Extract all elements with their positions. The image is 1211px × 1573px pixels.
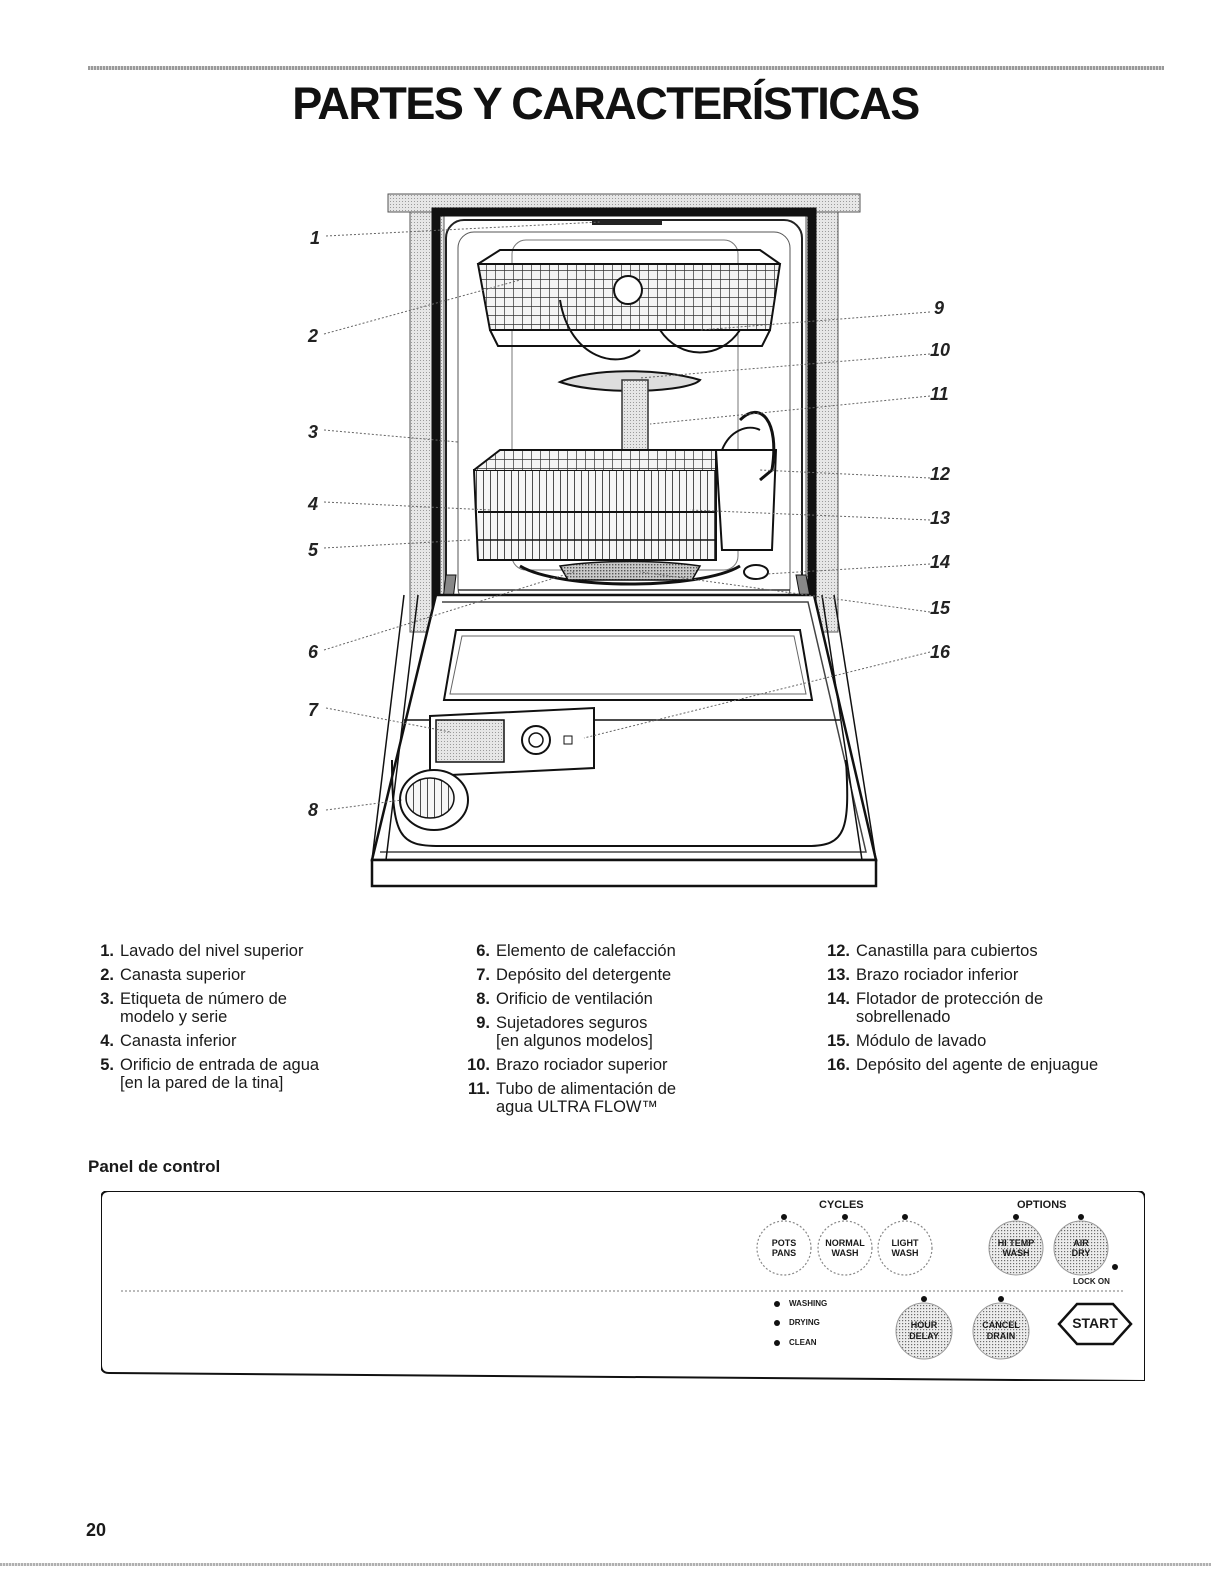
pots-pans-button[interactable]: POTS PANS — [771, 1238, 797, 1258]
callout-6: 6 — [308, 642, 319, 662]
page-title: PARTES Y CARACTERÍSTICAS — [292, 78, 920, 129]
part-item: 16.Depósito del agente de enjuague — [827, 1056, 1099, 1074]
parts-list-col-1: 1.Lavado del nivel superior 2.Canasta su… — [86, 942, 406, 1098]
callout-5: 5 — [308, 540, 319, 560]
options-label: OPTIONS — [1017, 1199, 1067, 1211]
silverware-basket — [714, 410, 778, 551]
page-number: 20 — [86, 1520, 107, 1540]
part-item: 5.Orificio de entrada de agua[en la pare… — [100, 1056, 320, 1092]
part-item: 2.Canasta superior — [100, 966, 246, 984]
light-wash-button[interactable]: LIGHT WASH — [891, 1238, 919, 1258]
part-item: 9.Sujetadores seguros[en algunos modelos… — [476, 1014, 653, 1050]
wash-module — [558, 560, 702, 581]
callout-3: 3 — [308, 422, 319, 442]
control-panel-heading: Panel de control — [88, 1157, 221, 1176]
part-item: 6.Elemento de calefacción — [476, 942, 676, 960]
heating-element — [519, 564, 741, 586]
part-item: 7.Depósito del detergente — [476, 966, 672, 984]
callout-13: 13 — [930, 508, 951, 528]
parts-list-col-3: 12.Canastilla para cubiertos 13.Brazo ro… — [822, 942, 1162, 1080]
overfill-float — [743, 564, 769, 580]
callout-8: 8 — [308, 800, 319, 820]
callout-7: 7 — [308, 700, 319, 720]
part-item: 12.Canastilla para cubiertos — [827, 942, 1038, 960]
status-washing: WASHING — [789, 1299, 828, 1308]
part-item: 10.Brazo rociador superior — [467, 1056, 668, 1074]
cycles-label: CYCLES — [819, 1199, 864, 1211]
door-plinth — [370, 858, 878, 888]
detergent-dispenser — [429, 706, 595, 778]
cancel-drain-button[interactable]: CANCEL DRAIN — [982, 1320, 1020, 1341]
callout-15: 15 — [930, 598, 951, 618]
hi-temp-wash-button[interactable]: HI TEMP WASH — [997, 1238, 1035, 1258]
callout-4: 4 — [308, 494, 319, 514]
callout-16: 16 — [930, 642, 951, 662]
cycle-button-shapes — [756, 1214, 933, 1276]
status-drying: DRYING — [789, 1318, 820, 1327]
callout-9: 9 — [934, 298, 945, 318]
lower-rack — [472, 449, 717, 561]
bottom-rule — [0, 1563, 1211, 1566]
option-button-shapes — [988, 1214, 1118, 1276]
callout-lines — [323, 221, 931, 811]
control-panel: CYCLES OPTIONS POTS PANS NORMAL WASH LIG… — [100, 1190, 1146, 1383]
part-item: 15.Módulo de lavado — [827, 1032, 987, 1050]
status-clean: CLEAN — [789, 1338, 817, 1347]
part-item: 8.Orificio de ventilación — [476, 990, 653, 1008]
vent — [399, 769, 469, 831]
part-item: 13.Brazo rociador inferior — [827, 966, 1019, 984]
part-item: 4.Canasta inferior — [100, 1032, 237, 1050]
start-button-shape — [1057, 1302, 1133, 1346]
callout-12: 12 — [930, 464, 951, 484]
callout-2: 2 — [308, 326, 319, 346]
parts-list-col-2: 6.Elemento de calefacción 7.Depósito del… — [462, 942, 782, 1122]
normal-wash-button[interactable]: NORMAL WASH — [825, 1238, 865, 1258]
hour-delay-button[interactable]: HOUR DELAY — [909, 1320, 939, 1341]
top-rule — [88, 66, 1164, 70]
dishwasher-diagram: 1 2 3 4 5 6 7 8 9 10 11 12 13 14 15 16 — [308, 193, 951, 888]
lock-on-indicator: LOCK ON — [1073, 1277, 1110, 1286]
air-dry-button[interactable]: AIR DRY — [1071, 1238, 1091, 1258]
control-panel-illustration — [100, 1190, 1146, 1383]
callout-14: 14 — [930, 552, 951, 572]
start-button[interactable]: START — [1072, 1315, 1118, 1331]
dishwasher-illustration — [323, 193, 931, 888]
upper-level-wash — [592, 219, 662, 225]
part-item: 1.Lavado del nivel superior — [100, 942, 304, 960]
callout-10: 10 — [930, 340, 951, 360]
callout-11: 11 — [930, 384, 949, 404]
upper-rack — [476, 249, 782, 361]
callout-1: 1 — [310, 228, 321, 248]
